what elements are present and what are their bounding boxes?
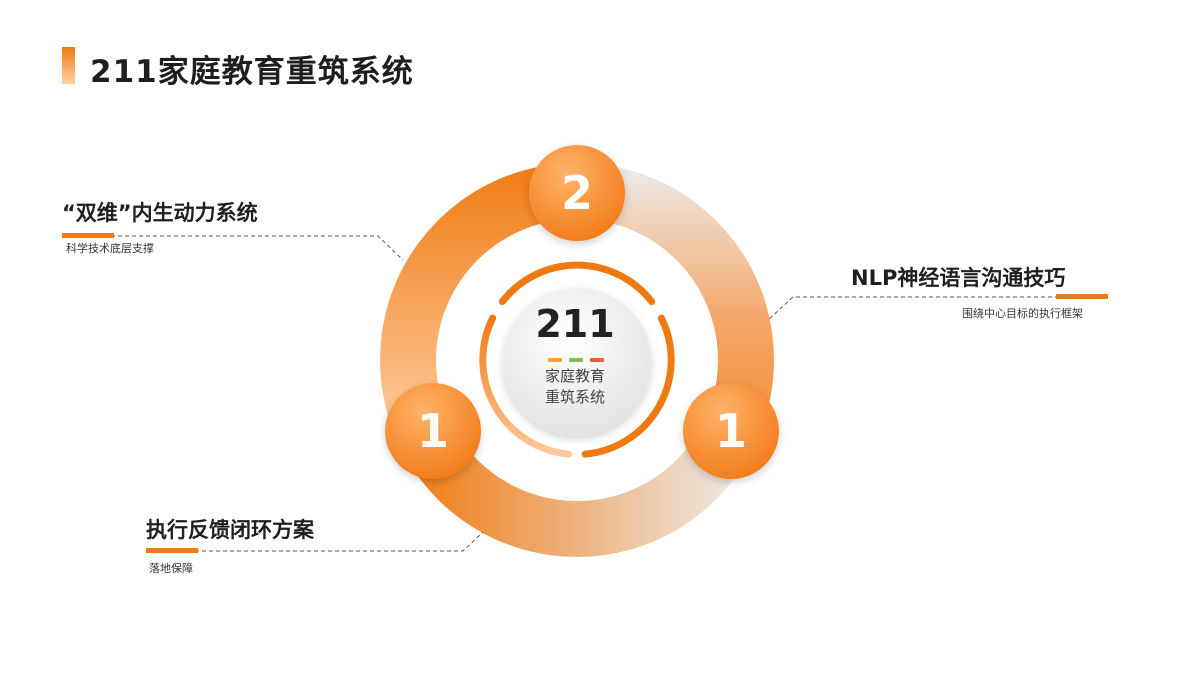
badge-right-number: 1 (714, 404, 747, 458)
center-label-line1: 家庭教育 (544, 367, 605, 385)
underline-nlp (1056, 294, 1108, 299)
divider-dash-2 (569, 358, 583, 362)
badge-left-number: 1 (416, 404, 449, 458)
center-label-line2: 重筑系统 (544, 388, 605, 406)
badge-top-number: 2 (560, 166, 593, 220)
badge-left-circle (385, 383, 481, 479)
inner-arc-right (581, 314, 675, 458)
callout-title: NLP神经语言沟通技巧 (851, 266, 1066, 290)
connector-nlp (767, 296, 1108, 321)
badge-right-circle (683, 383, 779, 479)
underline-feedback (146, 548, 198, 553)
callout-title: 执行反馈闭环方案 (146, 518, 314, 542)
callout-subtitle: 科学技术底层支撑 (66, 242, 154, 255)
divider-dash-3 (590, 358, 604, 362)
page-title: 211家庭教育重筑系统 (90, 54, 414, 90)
callout-subtitle: 落地保障 (149, 562, 193, 575)
callout-title: “双维”内生动力系统 (62, 201, 258, 225)
badge-top-circle (529, 145, 625, 241)
ring-segment-bottom (406, 430, 748, 558)
underline-dual-dimension (62, 233, 114, 238)
divider-dash-1 (548, 358, 562, 362)
center-number: 211 (535, 302, 615, 346)
callout-subtitle: 围绕中心目标的执行框架 (962, 307, 1083, 320)
connector-dual-dimension (62, 235, 404, 261)
inner-arc-top (498, 261, 656, 306)
connector-feedback (146, 531, 484, 552)
inner-arc-left (479, 314, 573, 458)
title-accent-bar (62, 47, 75, 84)
